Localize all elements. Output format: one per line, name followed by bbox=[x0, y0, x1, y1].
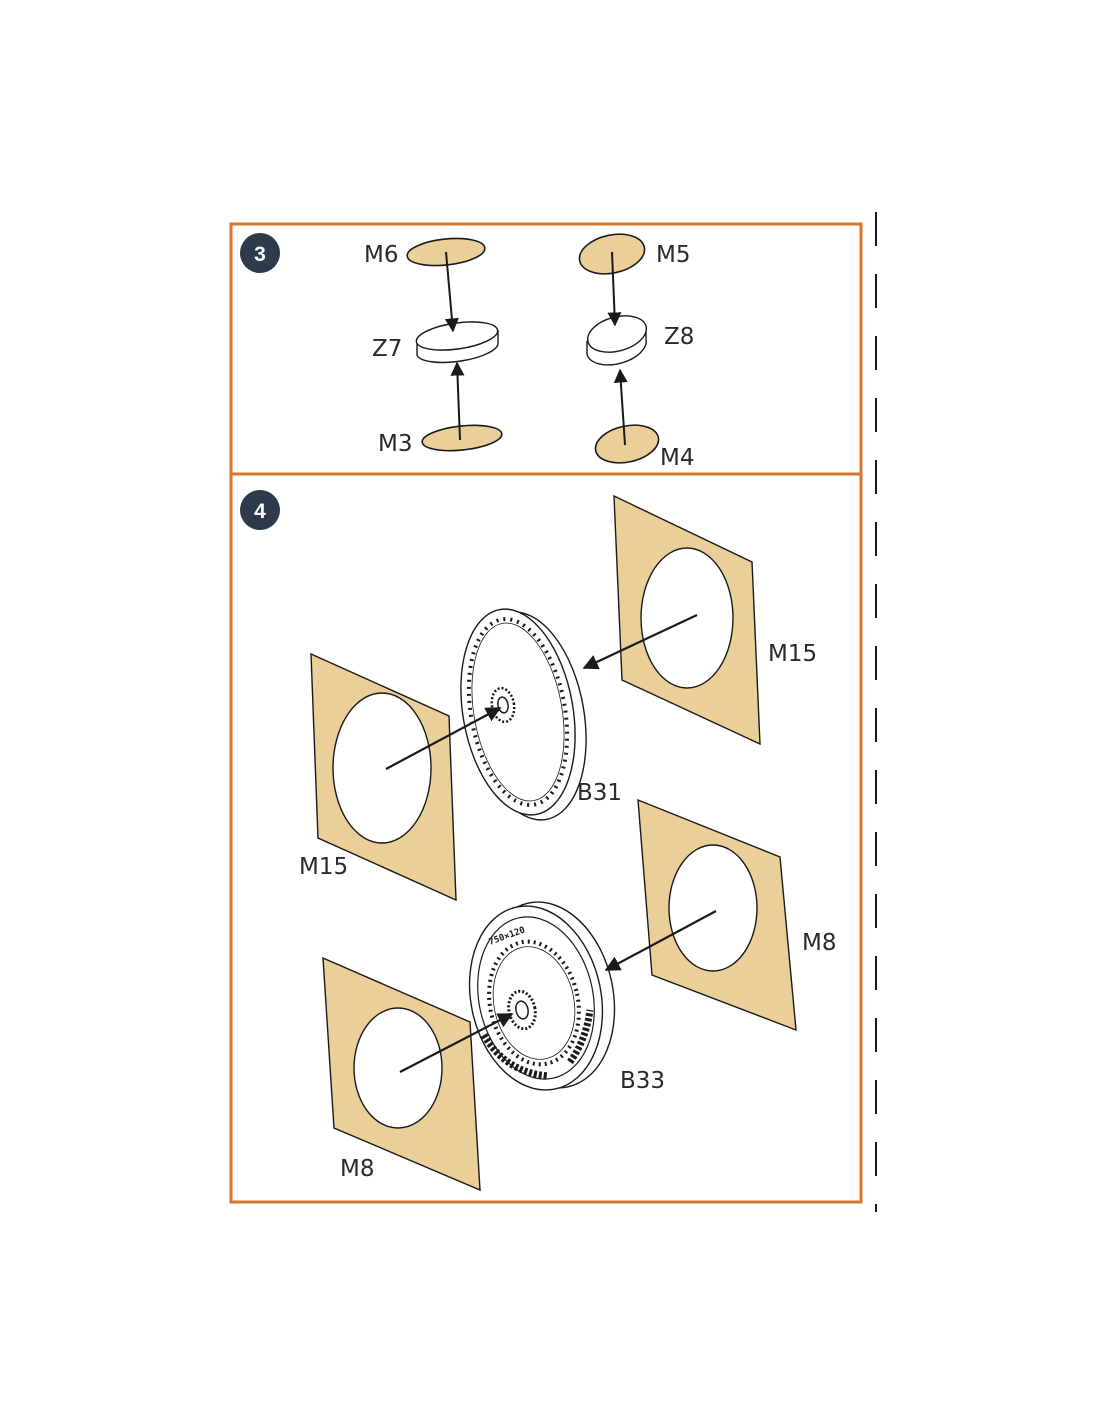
label-b33: B33 bbox=[620, 1068, 665, 1094]
arrow-m6-to-z7 bbox=[444, 251, 459, 333]
mask-m8-left bbox=[322, 956, 481, 1192]
arrow-m8-right-to-b33 bbox=[604, 910, 717, 971]
label-m8-left: M8 bbox=[340, 1156, 374, 1182]
step-4-panel: 4 M15 B31 M15 M8 bbox=[229, 472, 863, 1204]
step-3-panel: 3 M6 Z7 M3 M5 Z8 M4 bbox=[229, 222, 863, 476]
step-4-frame bbox=[229, 472, 863, 1204]
part-z8 bbox=[586, 315, 648, 366]
arrow-m15-left-to-b31 bbox=[385, 707, 502, 770]
arrow-m3-to-z7 bbox=[450, 361, 465, 441]
step-3-badge: 3 bbox=[240, 233, 280, 273]
label-m5: M5 bbox=[656, 242, 690, 268]
label-m15-left: M15 bbox=[299, 854, 348, 880]
arrow-m5-to-z8 bbox=[607, 251, 622, 327]
label-z8: Z8 bbox=[664, 324, 694, 350]
label-m6: M6 bbox=[364, 242, 398, 268]
step-4-number: 4 bbox=[254, 500, 266, 523]
mask-m8-right bbox=[637, 798, 797, 1032]
part-z7 bbox=[415, 321, 499, 364]
step-3-frame bbox=[229, 222, 863, 476]
label-b31: B31 bbox=[577, 780, 622, 806]
arrow-m4-to-z8 bbox=[613, 368, 628, 446]
arrow-m15-right-to-b31 bbox=[582, 614, 698, 670]
mask-m4 bbox=[594, 424, 660, 464]
label-m4: M4 bbox=[660, 445, 694, 471]
label-m8-right: M8 bbox=[802, 930, 836, 956]
mask-m15-right bbox=[613, 494, 761, 746]
label-m15-right: M15 bbox=[768, 641, 817, 667]
step-4-badge: 4 bbox=[240, 490, 280, 530]
mask-m15-left bbox=[310, 652, 457, 902]
label-z7: Z7 bbox=[372, 336, 402, 362]
label-m3: M3 bbox=[378, 431, 412, 457]
step-3-number: 3 bbox=[254, 243, 266, 266]
arrow-m8-left-to-b33 bbox=[399, 1013, 514, 1073]
wheel-b31 bbox=[460, 608, 587, 821]
mask-m3 bbox=[421, 424, 503, 452]
wheel-b33: 750×120 bbox=[468, 901, 616, 1091]
